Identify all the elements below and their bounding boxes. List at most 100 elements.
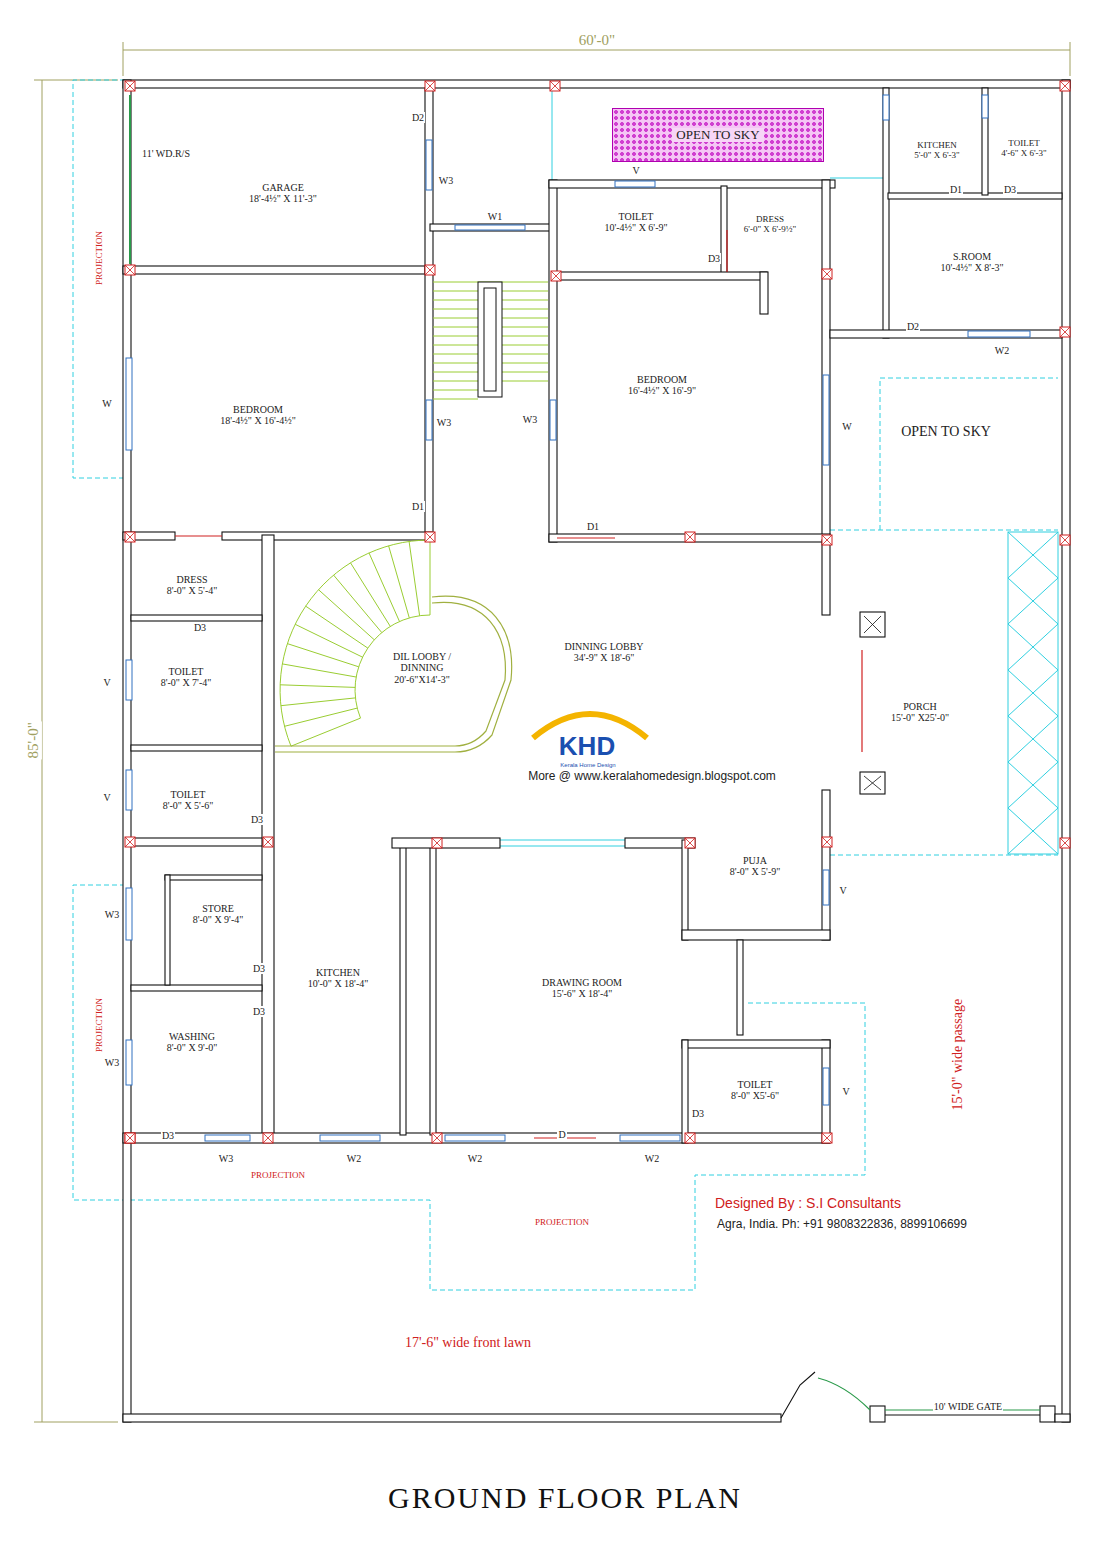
room-name: BEDROOM [220, 404, 296, 416]
room-label: OPEN TO SKY [899, 422, 993, 442]
room-size: 10'-4½" X 6'-9" [604, 222, 667, 234]
room-label: OPEN TO SKY [612, 108, 824, 162]
room-label: PORCH15'-0" X25'-0" [889, 699, 951, 726]
room-name: PORCH [891, 701, 949, 713]
room-name: TOILET [604, 211, 667, 223]
room-name: STORE [193, 903, 244, 915]
room-name: DRESS [167, 574, 218, 586]
room-label: STORE8'-0" X 9'-4" [191, 901, 246, 928]
room-name: TOILET [161, 666, 212, 678]
plan-label: W [101, 398, 112, 409]
room-label: DINNING LOBBY34'-9" X 18'-6" [562, 639, 645, 666]
plan-label: W2 [467, 1153, 483, 1164]
plan-label: W3 [438, 175, 454, 186]
plan-label: 10' WIDE GATE [933, 1401, 1003, 1412]
room-size: 4'-6" X 6'-3" [1001, 148, 1047, 158]
room-name: TOILET [731, 1079, 779, 1091]
room-label: TOILET8'-0" X 7'-4" [159, 664, 214, 691]
plan-label: W3 [436, 417, 452, 428]
plan-label: V [838, 885, 847, 896]
room-name: PUJA [730, 855, 781, 867]
plan-label: D2 [906, 321, 920, 332]
room-label: DRESS8'-0" X 5'-4" [165, 572, 220, 599]
plan-label: W2 [346, 1153, 362, 1164]
room-name: OPEN TO SKY [901, 424, 991, 440]
room-name: OPEN TO SKY [672, 128, 763, 143]
room-label: WASHING8'-0" X 9'-0" [165, 1029, 220, 1056]
room-label: TOILET8'-0" X5'-6" [729, 1077, 781, 1104]
room-size: 8'-0" X 5'-6" [163, 800, 214, 812]
room-size: 8'-0" X 9'-4" [193, 914, 244, 926]
room-name: KITCHEN [308, 967, 369, 979]
room-label: DRESS6'-0" X 6'-9½" [742, 212, 798, 237]
room-name: GARAGE [249, 182, 317, 194]
plan-label: Designed By : S.I Consultants [714, 1196, 902, 1211]
plan-label: Kerala Home Design [559, 762, 616, 769]
plan-label: D1 [411, 501, 425, 512]
room-name: S.ROOM [940, 251, 1003, 263]
room-size: 15'-0" X25'-0" [891, 712, 949, 724]
room-label: PUJA8'-0" X 5'-9" [728, 853, 783, 880]
room-label: KITCHEN10'-0" X 18'-4" [306, 965, 371, 992]
room-size: 16'-4½" X 16'-9" [628, 385, 696, 397]
room-name: DIL LOOBY / DINNING [381, 651, 463, 674]
room-size: 34'-9" X 18'-6" [564, 652, 643, 664]
room-label: TOILET8'-0" X 5'-6" [161, 787, 216, 814]
room-label: DIL LOOBY / DINNING20'-6"X14'-3" [379, 649, 465, 688]
plan-label: W3 [218, 1153, 234, 1164]
plan-label: W [841, 421, 852, 432]
room-size: 8'-0" X 5'-4" [167, 585, 218, 597]
plan-label: KHD [558, 732, 616, 761]
room-name: TOILET [1001, 138, 1047, 148]
room-size: 20'-6"X14'-3" [381, 674, 463, 686]
room-label: TOILET10'-4½" X 6'-9" [602, 209, 669, 236]
plan-label: D3 [193, 622, 207, 633]
plan-label: More @ www.keralahomedesign.blogspot.com [527, 770, 777, 783]
room-size: 18'-4½" X 16'-4½" [220, 415, 296, 427]
plan-label: PROJECTION [534, 1218, 590, 1228]
plan-label: D3 [161, 1130, 175, 1141]
room-name: TOILET [163, 789, 214, 801]
plan-label: V [102, 792, 111, 803]
plan-label: 60'-0" [578, 32, 616, 49]
room-size: 6'-0" X 6'-9½" [744, 224, 796, 234]
plan-label: PROJECTION [95, 230, 105, 286]
plan-label: V [102, 677, 111, 688]
plan-label: 17'-6" wide front lawn [404, 1335, 532, 1350]
plan-label: W2 [644, 1153, 660, 1164]
room-name: DRESS [744, 214, 796, 224]
plan-label: D3 [1003, 184, 1017, 195]
room-label: BEDROOM16'-4½" X 16'-9" [626, 372, 698, 399]
room-size: 8'-0" X5'-6" [731, 1090, 779, 1102]
room-size: 5'-0" X 6'-3" [914, 150, 960, 160]
room-size: 10'-0" X 18'-4" [308, 978, 369, 990]
plan-label: D3 [250, 814, 264, 825]
room-size: 15'-6" X 18'-4" [542, 988, 622, 1000]
plan-label: W3 [104, 909, 120, 920]
plan-label: W3 [522, 414, 538, 425]
plan-label: W3 [104, 1057, 120, 1068]
plan-label: V [841, 1086, 850, 1097]
plan-label: W2 [994, 345, 1010, 356]
room-name: DINNING LOBBY [564, 641, 643, 653]
room-size: 8'-0" X 9'-0" [167, 1042, 218, 1054]
plan-title: GROUND FLOOR PLAN [387, 1481, 743, 1514]
plan-label: D3 [691, 1108, 705, 1119]
room-label: DRAWING ROOM15'-6" X 18'-4" [540, 975, 624, 1002]
plan-label: D1 [586, 521, 600, 532]
room-label: BEDROOM18'-4½" X 16'-4½" [218, 402, 298, 429]
plan-label: PROJECTION [95, 997, 105, 1053]
room-name: KITCHEN [914, 140, 960, 150]
plan-label: 11' WD.R/S [141, 148, 191, 159]
room-label: KITCHEN5'-0" X 6'-3" [912, 138, 962, 163]
room-name: WASHING [167, 1031, 218, 1043]
plan-label: W1 [487, 211, 503, 222]
room-label: S.ROOM10'-4½" X 8'-3" [938, 249, 1005, 276]
plan-label: 85'-0" [25, 721, 42, 759]
room-size: 10'-4½" X 8'-3" [940, 262, 1003, 274]
plan-label: V [631, 165, 640, 176]
plan-label: D2 [411, 112, 425, 123]
room-label: GARAGE18'-4½" X 11'-3" [247, 180, 319, 207]
room-label: TOILET4'-6" X 6'-3" [999, 136, 1049, 161]
plan-label: 15'-0" wide passage [950, 998, 965, 1112]
